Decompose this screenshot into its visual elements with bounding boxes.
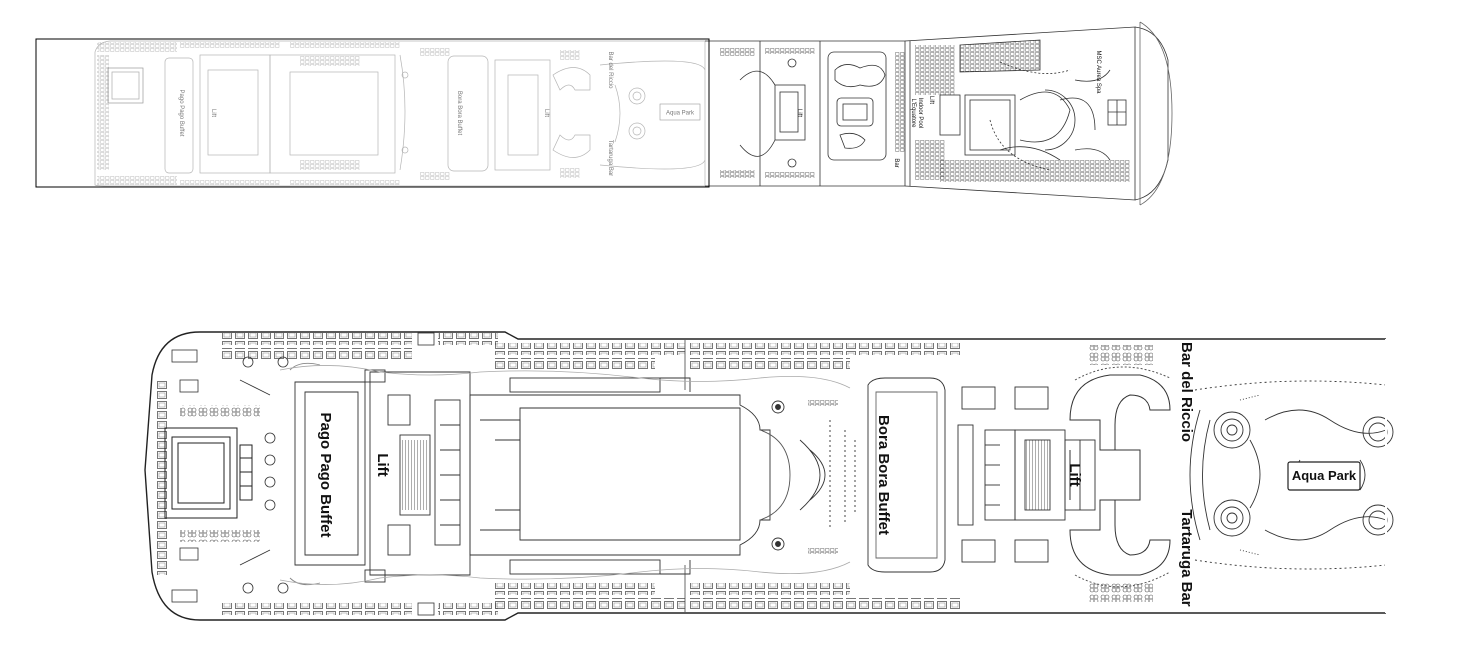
- overview-label-bar-del-riccio: Bar del Riccio: [607, 51, 613, 89]
- overview-forward-labels: Lift L'Equatore Indoor Pool Bar Lift MSC…: [796, 50, 1101, 167]
- overview-label-pago-pago-buffet: Pago Pago Buffet: [178, 90, 184, 137]
- detail-labels: Pago Pago Buffet Lift Bora Bora Buffet L…: [317, 342, 1357, 607]
- overview-label-equatore-1: L'Equatore: [910, 99, 916, 128]
- detail-label-bar-del-riccio: Bar del Riccio: [1178, 342, 1195, 442]
- overview-label-bora-bora-buffet: Bora Bora Buffet: [456, 91, 462, 136]
- overview-label-lift-2: Lift: [543, 109, 549, 117]
- overview-faded-labels: Pago Pago Buffet Lift Bora Bora Buffet L…: [178, 51, 701, 176]
- detail-aft-tables: [180, 356, 289, 594]
- detail-promenade-lines: [279, 365, 851, 585]
- detail-mid-seating: [495, 340, 960, 612]
- detail-lift-2-block: [957, 424, 1096, 526]
- overview-label-lift-3: Lift: [796, 109, 802, 117]
- detail-aft-pool: [164, 427, 253, 519]
- detail-label-tartaruga-bar: Tartaruga Bar: [1178, 509, 1195, 606]
- detail-aqua-park: [1189, 380, 1394, 570]
- detail-pago-pago-area: [289, 362, 471, 586]
- overview-forward-section: [705, 21, 1173, 206]
- overview-label-aqua-park: Aqua Park: [666, 111, 695, 117]
- overview-faded-section: [94, 40, 706, 187]
- detail-label-lift-1: Lift: [374, 453, 391, 476]
- detail-bars: [1069, 345, 1171, 602]
- overview-label-lift-1: Lift: [210, 109, 216, 117]
- overview-label-msc-aurea-spa: MSC Aurea Spa: [1095, 50, 1101, 94]
- detail-label-aqua-park: Aqua Park: [1292, 468, 1357, 483]
- detail-map: Pago Pago Buffet Lift Bora Bora Buffet L…: [144, 331, 1394, 621]
- detail-aft-seating: [155, 332, 498, 616]
- detail-central-pool: [469, 377, 856, 575]
- detail-bora-bora-area: [867, 377, 1049, 573]
- detail-label-lift-2: Lift: [1066, 463, 1083, 486]
- detail-label-pago-pago-buffet: Pago Pago Buffet: [317, 412, 334, 537]
- overview-label-tartaruga-bar: Tartaruga Bar: [607, 140, 613, 176]
- overview-label-bar: Bar: [893, 158, 899, 167]
- overview-selection-frame: [35, 38, 710, 188]
- overview-label-lift-4: Lift: [928, 96, 934, 104]
- detail-hull-outline: [144, 331, 1386, 621]
- overview-aqua-park-box: [659, 103, 701, 121]
- detail-label-bora-bora-buffet: Bora Bora Buffet: [875, 415, 892, 535]
- overview-map: Pago Pago Buffet Lift Bora Bora Buffet L…: [35, 21, 1173, 206]
- overview-label-equatore-2: Indoor Pool: [917, 98, 923, 129]
